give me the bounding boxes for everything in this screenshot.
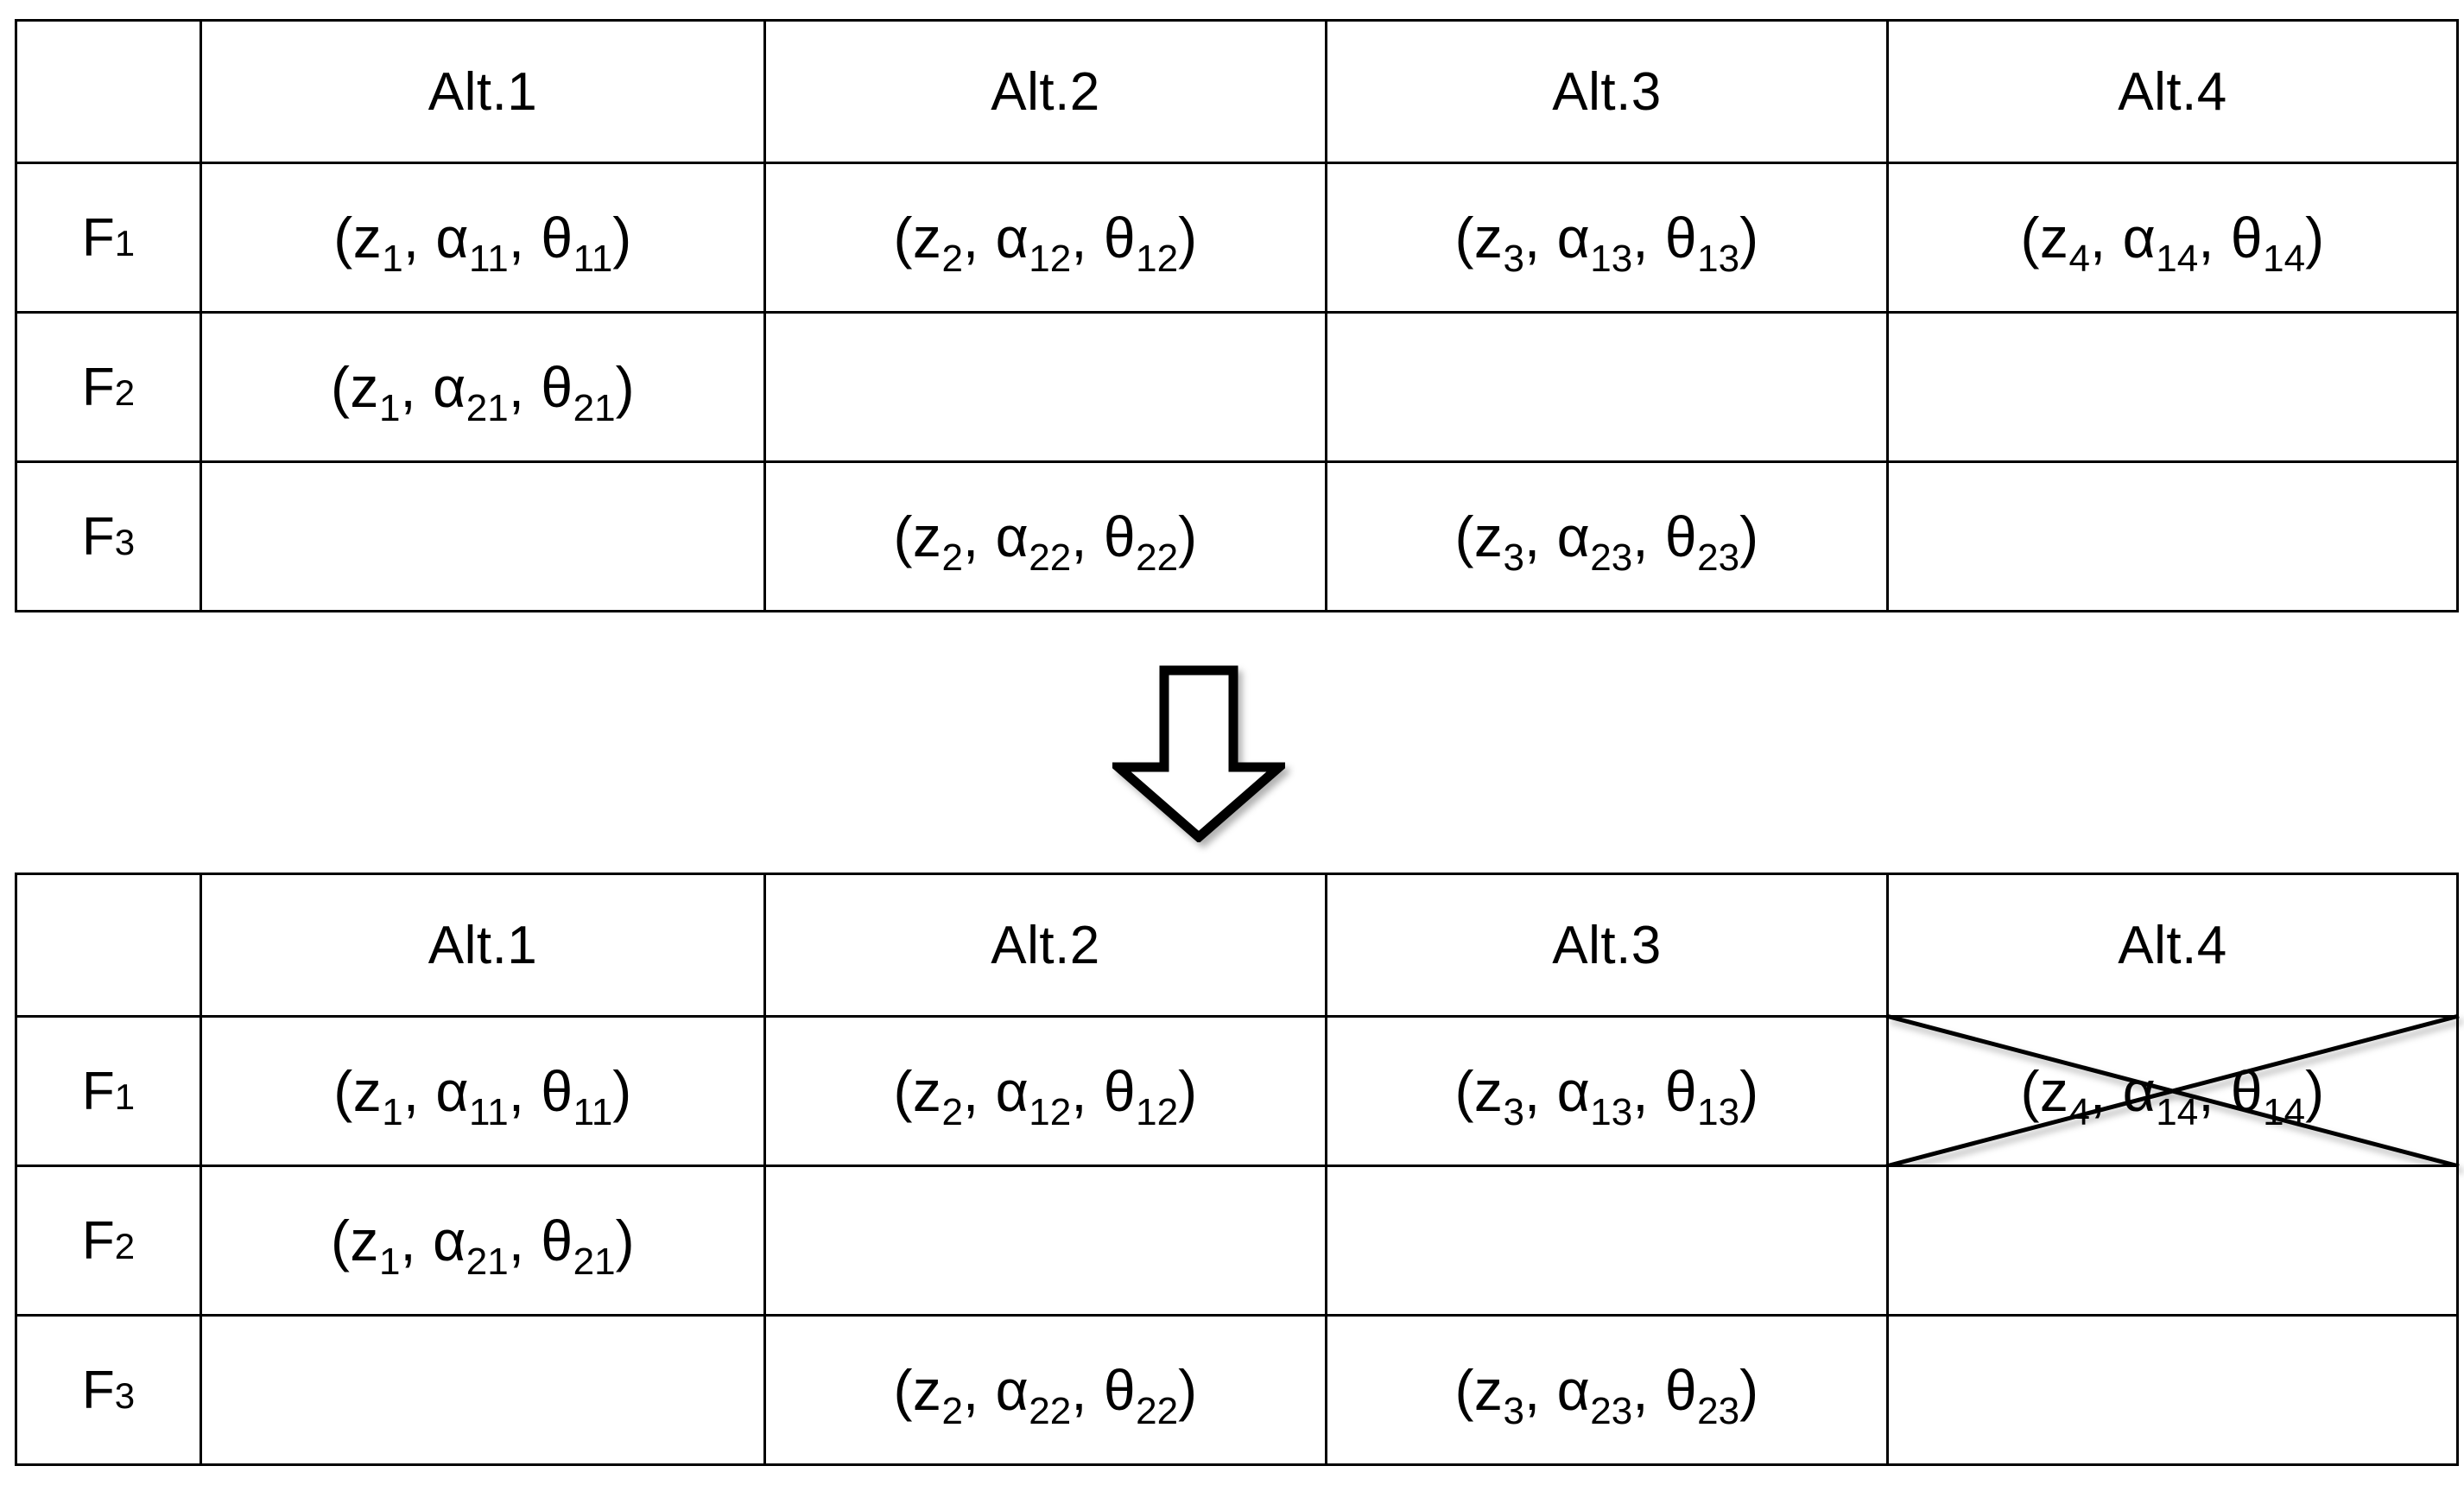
tuple-value: (z3, α23, θ23) [1454, 1358, 1759, 1432]
column-header-alt2: Alt.2 [763, 873, 1327, 1018]
table-row: F3 (z2, α22, θ22) (z3, α23, θ23) [15, 1314, 2459, 1466]
tuple-value: (z3, α13, θ13) [1454, 1059, 1759, 1133]
column-header-alt3: Alt.3 [1325, 873, 1889, 1018]
cell-f2-alt4 [1886, 311, 2459, 463]
tuple-value: (z3, α23, θ23) [1454, 505, 1759, 579]
down-arrow-icon [1105, 665, 1292, 844]
down-arrow-glyph [1105, 665, 1292, 844]
corner-cell [15, 19, 202, 164]
row-label-f2: F2 [15, 311, 202, 463]
tuple-value: (z4, α14, θ14) [2020, 1059, 2325, 1133]
tuple-value: (z2, α22, θ22) [893, 505, 1198, 579]
cell-f1-alt3: (z3, α13, θ13) [1325, 162, 1889, 314]
corner-cell [15, 873, 202, 1018]
cell-f2-alt1: (z1, α21, θ21) [200, 311, 766, 463]
cell-f2-alt3 [1325, 1165, 1889, 1317]
cell-f2-alt3 [1325, 311, 1889, 463]
cell-f1-alt3: (z3, α13, θ13) [1325, 1015, 1889, 1167]
cell-f3-alt2: (z2, α22, θ22) [763, 460, 1327, 612]
table-row: F1 (z1, α11, θ11) (z2, α12, θ12) (z3, α13, … [15, 1015, 2458, 1167]
cell-f1-alt1: (z1, α11, θ11) [200, 162, 766, 314]
tuple-value: (z3, α13, θ13) [1454, 206, 1759, 280]
cell-f3-alt3: (z3, α23, θ23) [1325, 1314, 1889, 1466]
column-header-alt1: Alt.1 [200, 873, 766, 1018]
cell-f1-alt1: (z1, α11, θ11) [200, 1015, 766, 1167]
cell-f3-alt4 [1886, 460, 2459, 612]
column-header-alt2: Alt.2 [763, 19, 1327, 164]
table-row: F3 (z2, α22, θ22) (z3, α23, θ23) [15, 460, 2459, 612]
row-label-f3: F3 [15, 1314, 202, 1466]
cell-f3-alt4 [1886, 1314, 2459, 1466]
column-header-alt4: Alt.4 [1886, 19, 2459, 164]
column-header-alt1: Alt.1 [200, 19, 766, 164]
table-row: F2 (z1, α21, θ21) [15, 311, 2459, 463]
tuple-value: (z1, α21, θ21) [330, 1209, 636, 1283]
column-header-alt3: Alt.3 [1325, 19, 1889, 164]
row-label-f1: F1 [15, 162, 202, 314]
tuple-value: (z1, α11, θ11) [333, 1059, 632, 1133]
tuple-value: (z2, α22, θ22) [893, 1358, 1198, 1432]
cell-f1-alt2: (z2, α12, θ12) [763, 162, 1327, 314]
cell-f2-alt2 [763, 1165, 1327, 1317]
tuple-value: (z1, α21, θ21) [330, 355, 636, 429]
tuple-value: (z2, α12, θ12) [893, 206, 1198, 280]
row-label-f1: F1 [15, 1015, 202, 1167]
cell-f2-alt1: (z1, α21, θ21) [200, 1165, 766, 1317]
cell-f3-alt2: (z2, α22, θ22) [763, 1314, 1327, 1466]
tuple-value: (z4, α14, θ14) [2020, 206, 2325, 280]
cell-f2-alt4 [1886, 1165, 2459, 1317]
cell-f3-alt3: (z3, α23, θ23) [1325, 460, 1889, 612]
table-row: F2 (z1, α21, θ21) [15, 1165, 2459, 1317]
cell-f1-alt4: (z4, α14, θ14) [1888, 1017, 2458, 1166]
tuple-value: (z1, α11, θ11) [333, 206, 632, 280]
row-label-f2: F2 [15, 1165, 202, 1317]
cell-f1-alt2: (z2, α12, θ12) [763, 1015, 1327, 1167]
cell-f2-alt2 [763, 311, 1327, 463]
row-label-f3: F3 [15, 460, 202, 612]
cell-f3-alt1 [200, 460, 766, 612]
cell-f3-alt1 [200, 1314, 766, 1466]
cell-f1-alt4: (z4, α14, θ14) [1886, 162, 2459, 314]
table-row: F1 (z1, α11, θ11) (z2, α12, θ12) (z3, α13, … [15, 162, 2459, 314]
column-header-alt4: Alt.4 [1886, 873, 2459, 1018]
tuple-value: (z2, α12, θ12) [893, 1059, 1198, 1133]
